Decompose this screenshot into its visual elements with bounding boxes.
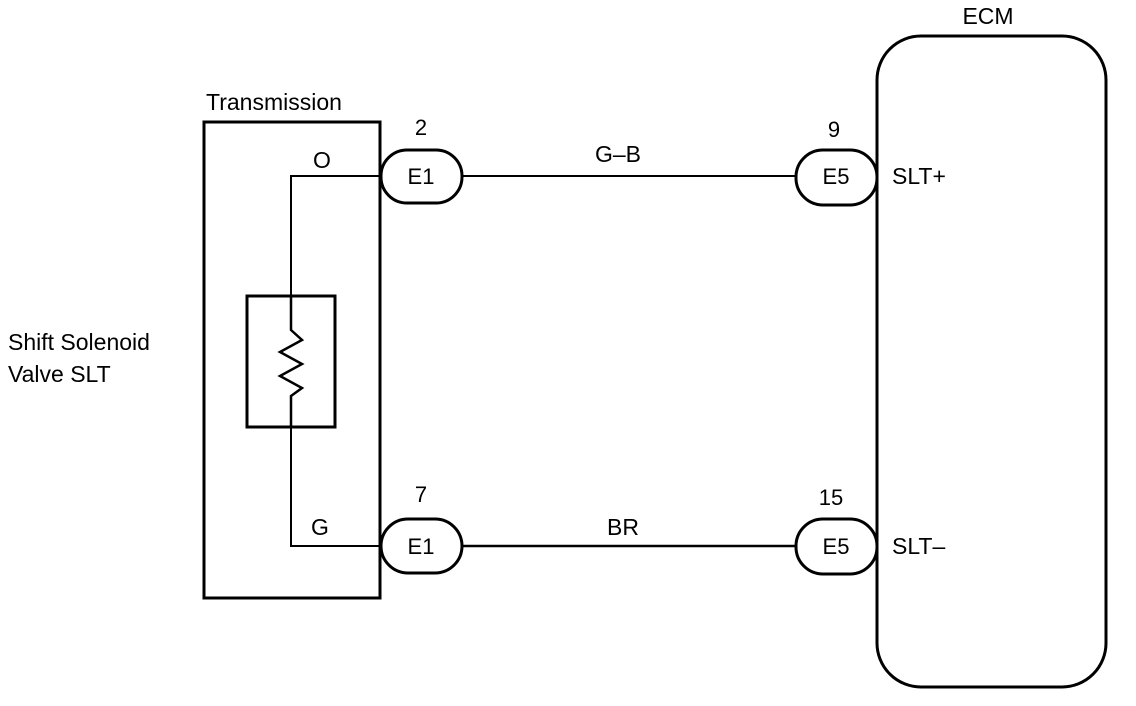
ecm-pin-top-label: SLT+	[892, 163, 946, 189]
resistor-icon	[277, 296, 305, 427]
connector-top-right-pin: 9	[828, 117, 840, 142]
connector-bottom-left	[379, 517, 464, 575]
connector-bottom-right-label: E5	[823, 534, 850, 559]
wire-top-color: G–B	[595, 141, 641, 167]
connector-bottom-right-pin: 15	[819, 485, 843, 510]
ecm-title: ECM	[962, 3, 1013, 29]
transmission-box	[202, 120, 382, 600]
connector-bottom-left-label: E1	[408, 534, 435, 559]
solenoid-internal-wire-bottom	[290, 427, 381, 547]
ecm-pin-bottom-label: SLT–	[892, 533, 945, 559]
transmission-title: Transmission	[206, 89, 342, 115]
connector-top-left	[379, 148, 464, 205]
wire-bottom-color: BR	[607, 514, 639, 540]
connector-top-right-label: E5	[823, 164, 850, 189]
connector-top-left-pin: 2	[415, 115, 427, 140]
bottom-internal-wire-color: G	[311, 514, 329, 540]
component-label-line2: Valve SLT	[8, 361, 111, 387]
component-label-line1: Shift Solenoid	[8, 329, 150, 355]
top-internal-wire-color: O	[313, 147, 331, 173]
solenoid-internal-wire-top	[290, 175, 381, 296]
connector-top-left-label: E1	[408, 164, 435, 189]
ecm-box	[875, 34, 1108, 689]
connector-bottom-left-pin: 7	[415, 482, 427, 507]
